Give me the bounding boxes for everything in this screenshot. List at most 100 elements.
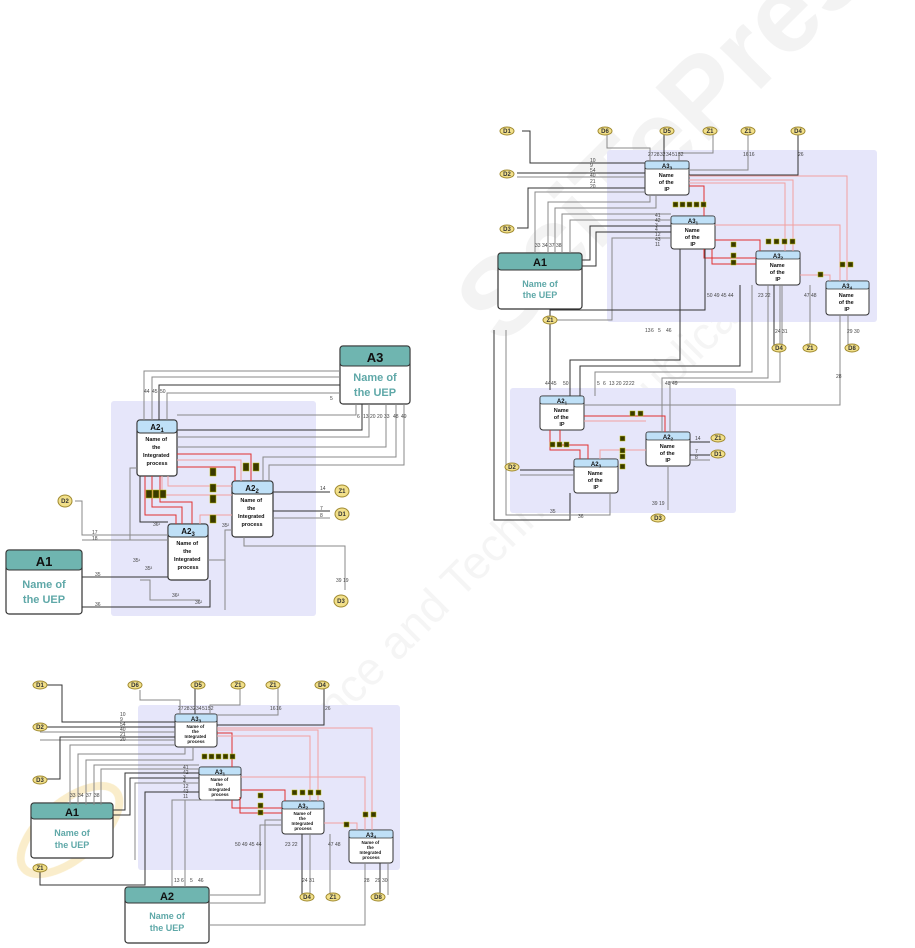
external-labels: D1 D6 D5 Z1 Z1 D4 D2 D3 Z1 D4 Z1 D8 Z1 D… [503,129,856,522]
uep-a1: A1 Name of the UEP [30,802,114,859]
ip-a3-1: A31 Name of the IP [670,215,716,250]
svg-text:46: 46 [666,328,672,334]
svg-text:18: 18 [92,536,98,542]
ip-name-line: Integrated [143,453,170,459]
ip-name-line: process [146,461,167,467]
svg-text:D1: D1 [338,512,346,518]
svg-text:43: 43 [655,237,661,243]
svg-text:D6: D6 [601,129,609,135]
svg-text:Z1: Z1 [36,866,44,872]
svg-text:A31: A31 [215,770,226,777]
svg-text:Name of the IP: Name of the IP [685,228,702,248]
svg-text:Name of the Integr: Name of the Integrated process [291,811,314,831]
svg-text:41: 41 [183,765,189,771]
svg-text:D3: D3 [36,778,44,784]
svg-text:11: 11 [183,794,188,800]
svg-text:44: 44 [728,293,734,299]
external-d6 [127,680,143,690]
svg-text:8: 8 [320,513,323,519]
svg-text:36: 36 [95,602,101,608]
ip-name-line: process [177,565,198,571]
svg-text:39: 39 [336,578,342,584]
svg-text:44: 44 [545,381,551,387]
external-d4b [299,892,315,902]
svg-text:10: 10 [590,158,596,164]
svg-text:Name of the Integr: Name of the Integrated process [174,541,202,571]
svg-text:Name of the Integr: Name of the Integrated process [208,777,231,797]
svg-text:the UEP: the UEP [523,290,558,300]
svg-text:41: 41 [655,213,661,219]
svg-text:A22: A22 [245,484,259,495]
external-z1b [740,126,756,136]
svg-text:A32: A32 [298,804,309,811]
svg-text:the UEP: the UEP [55,840,90,850]
svg-text:46: 46 [198,878,204,884]
svg-text:9: 9 [120,717,123,723]
ip-a3-4: A34 Name of the Integrated process [348,829,394,864]
diagram-c: A1 Name of the UEP A33 Name of the IP A3… [493,126,877,523]
svg-text:Z1: Z1 [806,346,814,352]
svg-text:Name of the IP: Name of the IP [770,263,787,283]
svg-text:22: 22 [623,381,629,387]
svg-text:Name of: Name of [522,279,559,289]
ip-code: A2 [181,527,192,536]
external-d3: D3 [333,594,349,608]
svg-text:20: 20 [616,381,622,387]
svg-text:23: 23 [285,842,291,848]
svg-text:20: 20 [377,414,383,420]
uep-a1-name-line2: the UEP [23,594,65,606]
svg-text:48: 48 [811,293,817,299]
ip-name-line: the [247,506,255,512]
svg-text:Name of the IP: Name of the IP [554,408,571,428]
svg-text:51: 51 [672,152,678,158]
svg-text:Z1: Z1 [329,895,337,901]
ip-a2-3: A23 Name of the Integrated process [167,523,209,581]
svg-text:47: 47 [328,842,334,848]
svg-text:47: 47 [804,293,810,299]
svg-text:5: 5 [658,328,661,334]
svg-text:A23: A23 [591,462,602,469]
svg-text:48: 48 [393,414,399,420]
uep-a1-code: A1 [36,554,53,569]
ip-subscript: 3 [191,532,195,538]
svg-text:37: 37 [86,793,92,799]
svg-text:A2: A2 [160,891,174,903]
svg-text:the UEP: the UEP [150,923,185,933]
resource-markers [201,753,377,828]
svg-text:28: 28 [184,706,190,712]
flow-lines [493,130,849,521]
svg-text:33: 33 [535,243,541,249]
svg-text:Name of the Integr: Name of the Integrated process [184,724,207,744]
svg-text:D8: D8 [374,895,382,901]
ip-name-line: Integrated [174,557,201,563]
uep-a1: A1 Name of the UEP [5,549,83,615]
svg-text:17: 17 [92,530,98,536]
svg-text:20: 20 [120,737,126,743]
svg-text:36²: 36² [195,600,203,606]
svg-text:Name of the Integr: Name of the Integrated process [238,498,266,528]
svg-text:31: 31 [309,878,315,884]
svg-text:50: 50 [235,842,241,848]
uep-a3-code: A3 [367,350,384,365]
svg-text:54: 54 [590,168,596,174]
ip-subscript: 2 [255,489,259,495]
svg-text:D2: D2 [61,499,69,505]
flow-lines [75,370,405,610]
external-z1a [702,126,718,136]
svg-text:34: 34 [666,152,672,158]
svg-text:11: 11 [655,242,660,248]
svg-text:D1: D1 [503,129,511,135]
svg-text:22: 22 [292,842,298,848]
external-z1e [710,433,726,443]
svg-text:D5: D5 [663,129,671,135]
svg-text:Name of the IP: Name of the IP [660,444,677,464]
svg-text:6: 6 [651,328,654,334]
ip-a3-3: A33 Name of the Integrated process [174,713,218,748]
svg-text:52: 52 [208,706,214,712]
ip-a2-2: A22 Name of the Integrated process [231,480,274,538]
external-d3 [499,224,515,234]
svg-text:36³: 36³ [172,593,180,599]
svg-text:A1: A1 [65,807,79,819]
svg-text:27: 27 [178,706,184,712]
svg-text:D8: D8 [848,346,856,352]
